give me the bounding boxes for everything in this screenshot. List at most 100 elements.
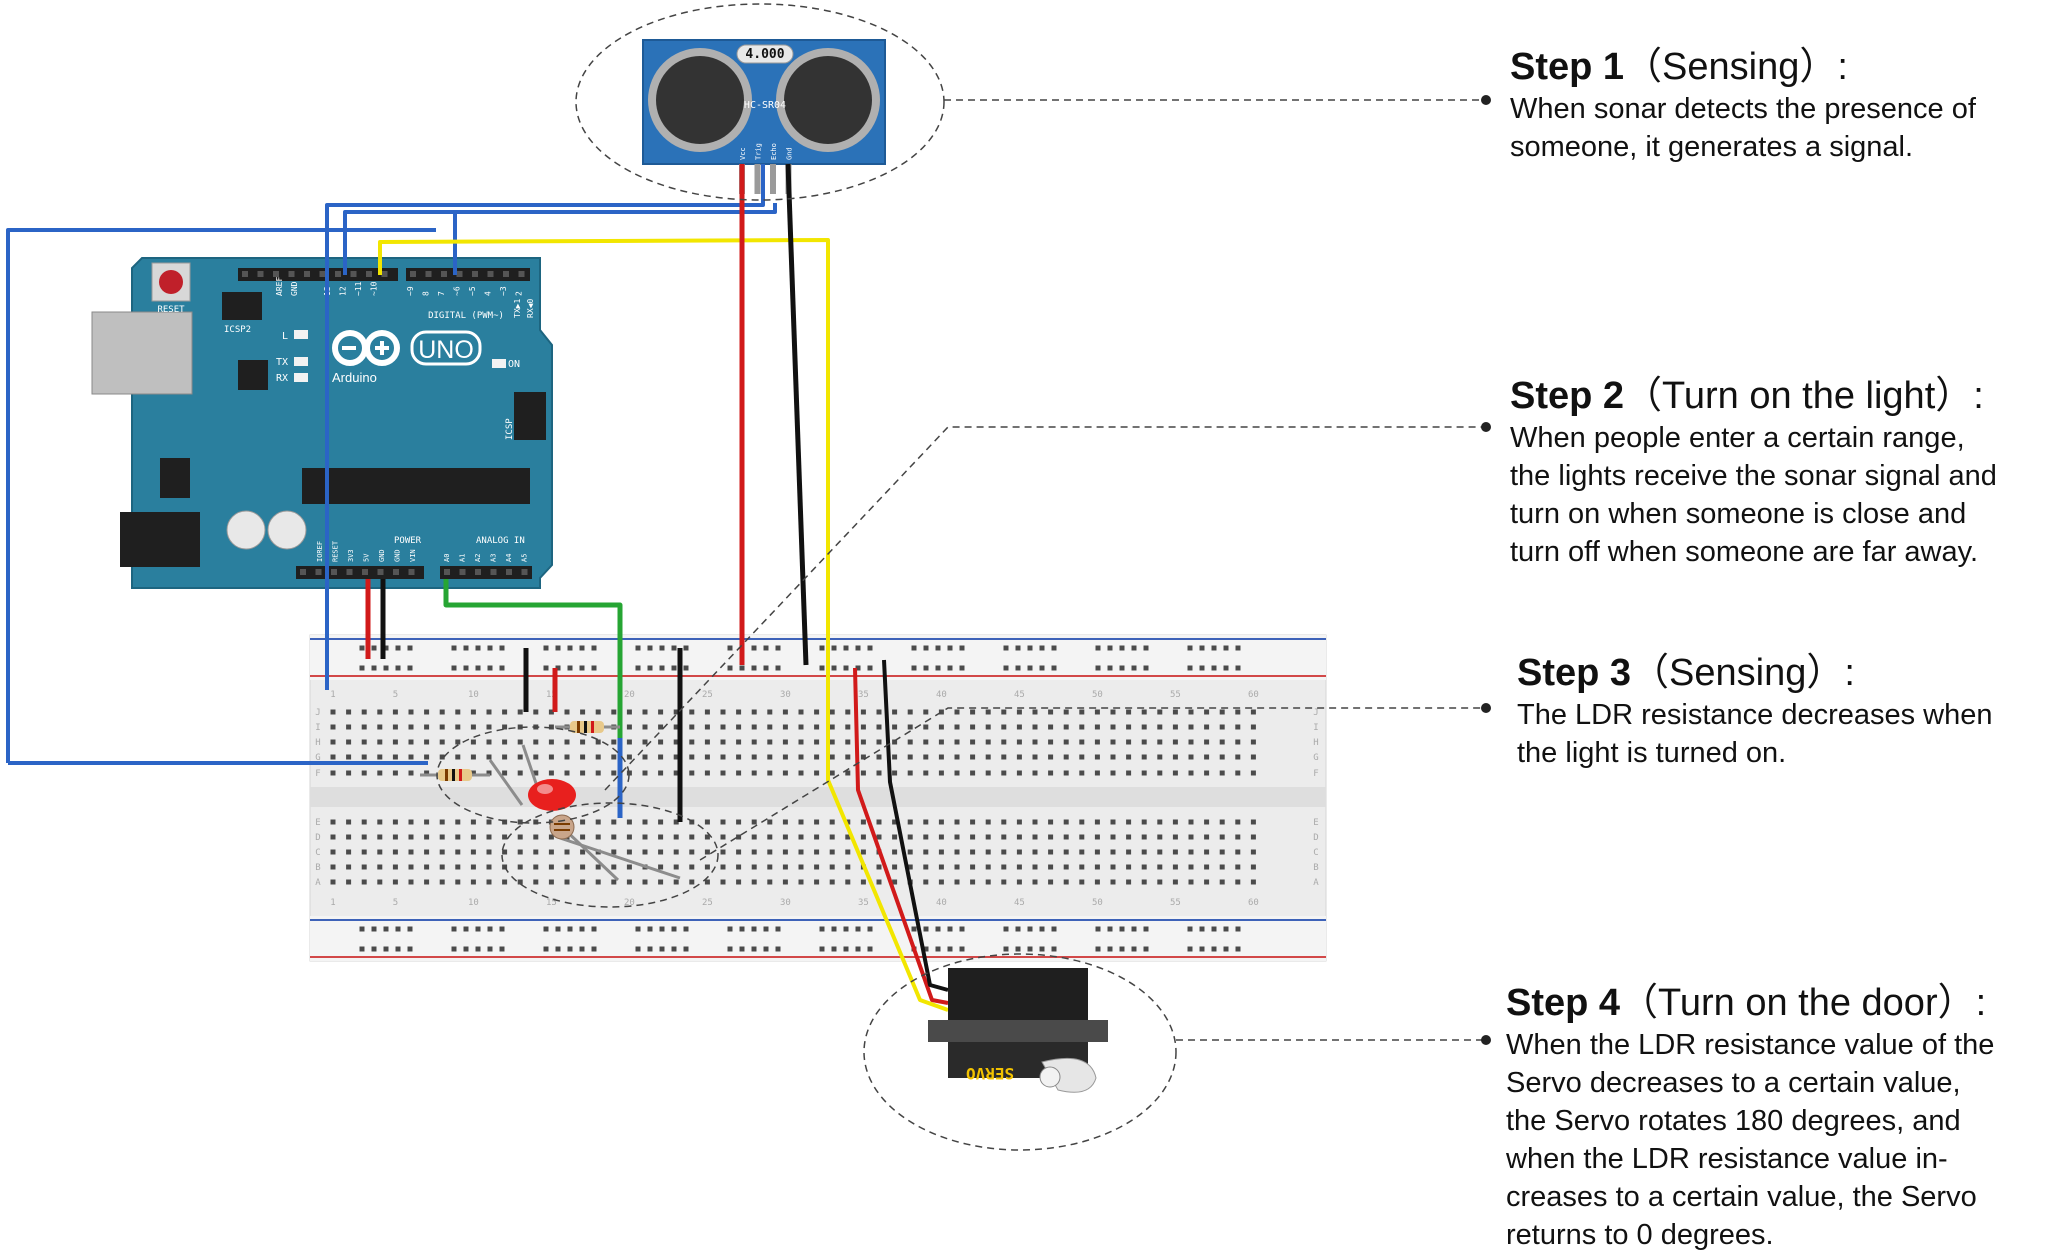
step-2-number: Step 2 xyxy=(1510,375,1625,417)
breadboard-rail-hole xyxy=(1235,926,1241,932)
breadboard-hole xyxy=(392,754,398,760)
breadboard-hole xyxy=(673,724,679,730)
step-2-body: When people enter a certain range, the l… xyxy=(1510,419,1997,571)
breadboard-hole xyxy=(1094,834,1100,840)
breadboard-rail-hole xyxy=(1095,946,1101,952)
breadboard-hole xyxy=(1188,724,1194,730)
step-4-line: creases to a certain value, the Servo xyxy=(1506,1181,1977,1213)
breadboard-hole xyxy=(860,754,866,760)
breadboard-hole xyxy=(486,879,492,885)
led-l-label: L xyxy=(282,331,288,342)
breadboard-hole xyxy=(1032,724,1038,730)
breadboard-hole xyxy=(1110,709,1116,715)
header-hole xyxy=(472,271,478,277)
breadboard-hole xyxy=(392,864,398,870)
breadboard-hole xyxy=(876,770,882,776)
breadboard-hole xyxy=(439,879,445,885)
breadboard-hole xyxy=(595,864,601,870)
breadboard-hole xyxy=(720,834,726,840)
row-letter: C xyxy=(1313,848,1318,858)
breadboard-hole xyxy=(970,879,976,885)
breadboard: 1155101015152020252530303535404045455050… xyxy=(309,634,1327,962)
breadboard-rail-hole xyxy=(959,665,965,671)
breadboard-rail-hole xyxy=(923,665,929,671)
row-letter: G xyxy=(315,753,320,763)
breadboard-rail-hole xyxy=(1199,645,1205,651)
breadboard-rail-hole xyxy=(1223,645,1229,651)
breadboard-hole xyxy=(611,819,617,825)
breadboard-hole xyxy=(673,834,679,840)
breadboard-rail-hole xyxy=(1143,665,1149,671)
header-hole xyxy=(304,271,310,277)
header-hole xyxy=(518,271,525,277)
breadboard-hole xyxy=(704,864,710,870)
step-4-body: When the LDR resistance value of the Ser… xyxy=(1506,1026,1994,1254)
breadboard-rail-hole xyxy=(775,665,781,671)
breadboard-hole xyxy=(923,724,929,730)
breadboard-hole xyxy=(767,819,773,825)
breadboard-hole xyxy=(377,754,383,760)
breadboard-hole xyxy=(548,724,554,730)
breadboard-rail-hole xyxy=(383,926,389,932)
breadboard-hole xyxy=(782,709,788,715)
breadboard-hole xyxy=(954,849,960,855)
breadboard-hole xyxy=(595,709,601,715)
breadboard-rail-hole xyxy=(1039,645,1045,651)
breadboard-hole xyxy=(782,834,788,840)
breadboard-hole xyxy=(1079,739,1085,745)
breadboard-rail-hole xyxy=(683,665,689,671)
column-number: 20 xyxy=(624,898,635,908)
breadboard-hole xyxy=(548,879,554,885)
breadboard-hole xyxy=(1110,754,1116,760)
breadboard-rail-hole xyxy=(543,926,549,932)
breadboard-hole xyxy=(970,849,976,855)
breadboard-hole xyxy=(1079,879,1085,885)
breadboard-rail-hole xyxy=(819,926,825,932)
breadboard-hole xyxy=(892,819,898,825)
breadboard-hole xyxy=(673,819,679,825)
breadboard-hole xyxy=(923,879,929,885)
breadboard-hole xyxy=(860,739,866,745)
breadboard-rail-hole xyxy=(543,645,549,651)
column-number: 30 xyxy=(780,898,791,908)
breadboard-hole xyxy=(392,724,398,730)
breadboard-hole xyxy=(938,819,944,825)
breadboard-hole xyxy=(1001,864,1007,870)
breadboard-rail-hole xyxy=(775,926,781,932)
breadboard-hole xyxy=(330,739,336,745)
breadboard-hole xyxy=(938,849,944,855)
breadboard-hole xyxy=(954,754,960,760)
breadboard-rail-hole xyxy=(959,926,965,932)
breadboard-hole xyxy=(392,879,398,885)
breadboard-hole xyxy=(704,739,710,745)
digital-pin-label: 8 xyxy=(422,291,431,296)
breadboard-hole xyxy=(1048,849,1054,855)
breadboard-hole xyxy=(798,834,804,840)
breadboard-hole xyxy=(1063,819,1069,825)
breadboard-hole xyxy=(1001,724,1007,730)
row-letter: J xyxy=(1313,708,1318,718)
breadboard-hole xyxy=(970,770,976,776)
breadboard-hole xyxy=(1235,819,1241,825)
row-letter: I xyxy=(1313,723,1318,733)
step-4-heading: Step 4（Turn on the door）: xyxy=(1506,980,1994,1026)
breadboard-hole xyxy=(408,864,414,870)
breadboard-hole xyxy=(595,739,601,745)
step-4: Step 4（Turn on the door）: When the LDR r… xyxy=(1506,980,1994,1254)
breadboard-hole xyxy=(1126,819,1132,825)
breadboard-hole xyxy=(580,770,586,776)
breadboard-hole xyxy=(424,819,430,825)
breadboard-rail-hole xyxy=(371,645,377,651)
breadboard-hole xyxy=(1001,770,1007,776)
breadboard-hole xyxy=(876,819,882,825)
breadboard-rail-hole xyxy=(1211,946,1217,952)
breadboard-hole xyxy=(361,834,367,840)
breadboard-rail-hole xyxy=(923,645,929,651)
header-hole xyxy=(377,569,384,575)
breadboard-hole xyxy=(470,834,476,840)
breadboard-rail-hole xyxy=(727,665,733,671)
rx-label: RX xyxy=(276,373,288,384)
breadboard-hole xyxy=(1110,864,1116,870)
breadboard-rail-hole xyxy=(671,665,677,671)
breadboard-hole xyxy=(1016,849,1022,855)
